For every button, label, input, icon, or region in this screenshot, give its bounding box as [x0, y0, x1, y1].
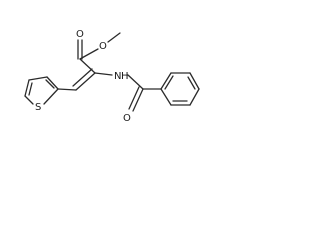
bond-ph-1-inner: [164, 75, 174, 90]
bond-th-c3-c4: [28, 76, 48, 81]
atom-amide-o: O: [123, 113, 131, 124]
atom-thiophene-s: S: [35, 102, 41, 113]
bond-th-c2-c3-inner: [45, 79, 55, 89]
bond-th-c4-c5: [24, 79, 30, 97]
bond-amide-co-b: [128, 86, 140, 110]
bond-o-methyl: [107, 32, 121, 43]
molecule-drawing: O O N H O S: [24, 29, 200, 124]
bond-ph-3-inner: [187, 76, 196, 90]
bond-ester-c-o: [79, 48, 99, 60]
bond-n-carbonyl: [127, 74, 144, 90]
bond-ph-6: [160, 88, 172, 106]
bond-ester-alpha: [79, 58, 96, 74]
bond-alkene-a: [75, 72, 96, 91]
bond-alkene-b: [72, 68, 93, 87]
bond-alpha-n: [94, 72, 113, 76]
bond-beta-thiophene: [57, 88, 77, 91]
bond-th-c5-s: [24, 95, 34, 105]
bond-th-s-c2: [43, 88, 59, 105]
structure-canvas: O O N H O S: [0, 0, 235, 138]
bond-th-c2-c3: [46, 76, 59, 90]
atom-amide-h: H: [121, 71, 129, 82]
atom-ester-carbonyl-o: O: [76, 29, 84, 40]
atom-amide-n: N: [114, 71, 121, 82]
bond-th-c4-c5-inner: [28, 82, 33, 96]
atom-ester-o: O: [99, 41, 107, 52]
bond-amide-co-a: [132, 88, 144, 112]
bond-ph-4: [189, 88, 200, 106]
bond-ph-3: [189, 72, 200, 90]
bond-ph-1: [160, 72, 172, 90]
